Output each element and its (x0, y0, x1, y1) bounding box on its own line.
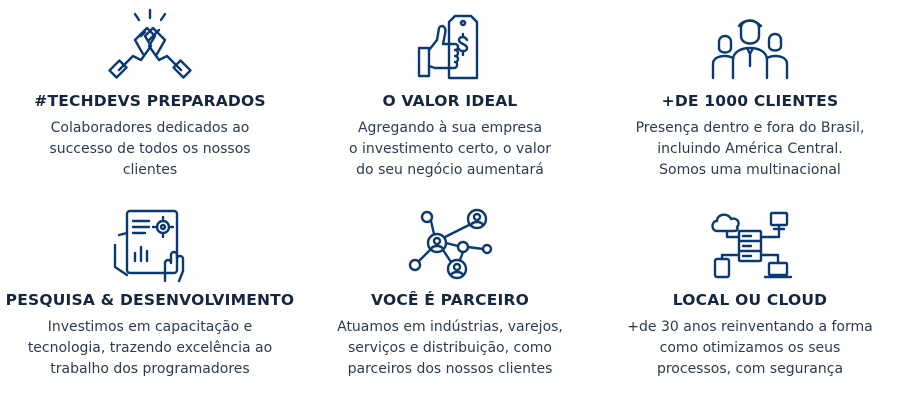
description-line: Colaboradores dedicados ao (50, 120, 250, 136)
description-line: trabalho dos programadores (50, 361, 250, 377)
feature-title: O VALOR IDEAL (382, 92, 518, 110)
description-line: serviços e distribuição, como (348, 340, 552, 356)
feature-title: VOCÊ É PARCEIRO (371, 291, 529, 309)
feature-title: +DE 1000 CLIENTES (661, 92, 839, 110)
feature-title: #TECHDEVS PREPARADOS (34, 92, 266, 110)
feature-title: LOCAL OU CLOUD (672, 291, 828, 309)
feature-description: Atuamos em indústrias, varejos, serviços… (305, 317, 595, 380)
feature-description: Investimos em capacitação e tecnologia, … (5, 317, 295, 380)
feature-card-techdevs: #TECHDEVS PREPARADOS Colaboradores dedic… (0, 6, 300, 181)
description-line: Presença dentro e fora do Brasil, (635, 120, 865, 136)
description-line: tecnologia, trazendo excelência ao (27, 340, 273, 356)
description-line: como otimizamos os seus (659, 340, 841, 356)
feature-card-pesquisa: PESQUISA & DESENVOLVIMENTO Investimos em… (0, 205, 300, 380)
research-tablet-icon (113, 209, 185, 283)
feature-description: +de 30 anos reinventando a forma como ot… (605, 317, 895, 380)
feature-card-cloud: LOCAL OU CLOUD +de 30 anos reinventando … (600, 205, 900, 380)
team-people-icon (711, 19, 789, 80)
description-line: successo de todos os nossos (49, 141, 251, 157)
description-line: Agregando à sua empresa (357, 120, 543, 136)
description-line: Atuamos em indústrias, varejos, (337, 319, 563, 335)
feature-description: Presença dentro e fora do Brasil, inclui… (605, 118, 895, 181)
description-line: parceiros dos nossos clientes (347, 361, 553, 377)
description-line: do seu negócio aumentará (356, 162, 544, 178)
description-line: processos, com segurança (656, 361, 844, 377)
feature-description: Agregando à sua empresa o investimento c… (305, 118, 595, 181)
handshake-icon (108, 8, 192, 79)
description-line: o investimento certo, o valor (348, 141, 552, 157)
description-line: incluindo América Central. (657, 141, 843, 157)
description-line: +de 30 anos reinventando a forma (627, 319, 873, 335)
description-line: Somos uma multinacional (659, 162, 841, 178)
network-partners-icon (408, 208, 493, 280)
thumbs-up-price-tag-icon (417, 14, 479, 80)
feature-title: PESQUISA & DESENVOLVIMENTO (5, 291, 295, 309)
feature-description: Colaboradores dedicados ao successo de t… (5, 118, 295, 181)
cloud-server-icon (711, 211, 793, 279)
feature-card-parceiro: VOCÊ É PARCEIRO Atuamos em indústrias, v… (300, 205, 600, 380)
description-line: Investimos em capacitação e (47, 319, 253, 335)
description-line: clientes (122, 162, 178, 178)
feature-card-valor: O VALOR IDEAL Agregando à sua empresa o … (300, 6, 600, 181)
feature-card-clientes: +DE 1000 CLIENTES Presença dentro e fora… (600, 6, 900, 181)
